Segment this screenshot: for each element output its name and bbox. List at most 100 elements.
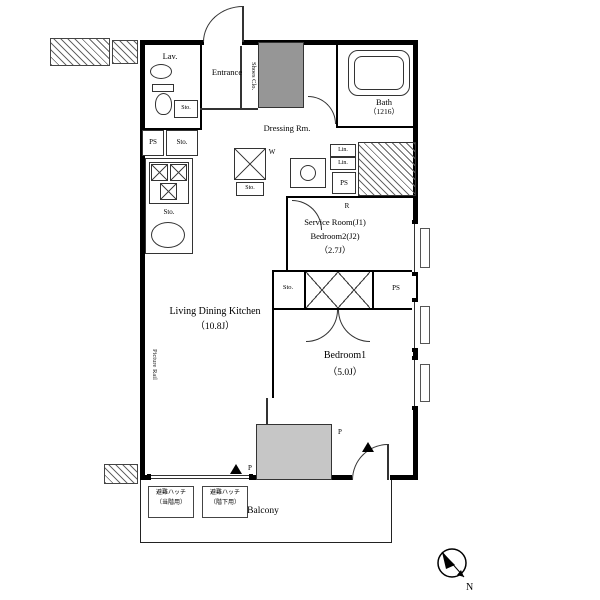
sto-left-label: Sto. (176, 138, 188, 146)
shoes-closet-wall (240, 40, 242, 108)
sliding-door-panel (266, 398, 268, 444)
bedroom1-door-leaf (387, 444, 389, 480)
washer-pan-icon (234, 148, 266, 180)
lav-storage-box (174, 100, 198, 118)
ldk-balcony-window-gap (150, 474, 250, 480)
escape-hatch-2-line2: （階下用） (209, 500, 240, 506)
exterior-hatch-topleft (50, 38, 110, 66)
ldk-balcony-window-line2 (150, 478, 250, 479)
stove-burner-icon (151, 164, 168, 181)
escape-hatch-1-line1: 避難ハッチ (155, 490, 186, 496)
wall-bath-left (336, 40, 338, 128)
wall-lav-bottom (140, 128, 202, 130)
window-1-sash (412, 272, 418, 276)
sto-box-left (166, 130, 198, 156)
service-size-label: （2.7J） (319, 245, 351, 255)
exterior-hatch-bottomleft (104, 464, 138, 484)
stove-burner-icon (160, 183, 177, 200)
window-1-exterior-box (420, 228, 430, 268)
linen-box-1 (330, 144, 356, 157)
ldk-size-label: （10.8J） (195, 322, 235, 332)
washbasin-icon (150, 64, 172, 79)
p-label-bottom: P (248, 464, 252, 472)
kitchen-sink-icon (151, 222, 185, 248)
sliding-door-gap (271, 398, 275, 444)
toilet-bowl-icon (155, 93, 172, 115)
ps-mid-label: PS (340, 179, 348, 187)
window-2-exterior-box (420, 306, 430, 344)
window-1-sash (412, 220, 418, 224)
window-3-exterior-box (420, 364, 430, 402)
p-label-top: P (338, 428, 342, 436)
closet-futon-icon (338, 272, 370, 308)
compass-icon: N (437, 548, 473, 593)
closet-hatched (358, 142, 416, 196)
marker-triangle-ldk (230, 464, 242, 474)
window-2-line (414, 302, 415, 348)
linen-label-1: Lin. (338, 147, 348, 153)
window-3-line (414, 360, 415, 406)
dressing-storage-box (236, 182, 264, 196)
wall-lav-right (200, 40, 202, 128)
closet-sto-label: Sto. (282, 284, 294, 291)
compass-n-label: N (466, 582, 473, 593)
dressing-storage-label: Sto. (245, 185, 255, 191)
lav-label: Lav. (162, 51, 178, 61)
escape-hatch-box-2 (202, 486, 248, 518)
bedroom1-size-label: （5.0J） (327, 368, 363, 378)
wall-bath-bottom (336, 126, 418, 128)
bedroom1-label: Bedroom1 (323, 350, 367, 361)
bath-label: Bath (375, 97, 393, 107)
linen-box-2 (330, 157, 356, 170)
bath-size-label: （1216） (369, 107, 399, 116)
gray-block (256, 424, 332, 480)
picture-rail-label: Picture Rail (151, 348, 158, 380)
window-2-gap (412, 302, 418, 348)
entrance-label: Entrance (211, 67, 243, 77)
linen-label-2: Lin. (338, 160, 348, 166)
bedroom2-label: Bedroom2(J2) (310, 231, 360, 241)
exterior-hatch-topleft-2 (112, 40, 138, 64)
washer-label: W (268, 148, 276, 156)
toilet-tank-icon (152, 84, 174, 92)
bathtub-inner (354, 56, 404, 90)
lav-storage-label: Sto. (181, 105, 191, 111)
kitchen-storage-label: Sto. (163, 208, 175, 216)
entrance-step-line (200, 108, 258, 110)
shoes-closet-label: Shoes Clo. (250, 61, 257, 91)
window-1-gap (412, 224, 418, 272)
marker-triangle-bedroom1 (362, 442, 374, 452)
service-room-label: Service Room(J1) (304, 217, 366, 227)
wall-ldk-bedroom1 (272, 310, 274, 480)
closet-divider-2 (372, 270, 374, 310)
wall-service-left (286, 196, 288, 272)
window-3-sash (412, 406, 418, 410)
closet-futon-icon (306, 272, 338, 308)
refrigerator-label: R (344, 202, 350, 210)
window-3-sash (412, 356, 418, 360)
ldk-balcony-window-line1 (150, 475, 250, 476)
shaft-block (258, 42, 304, 108)
stove-burner-icon (170, 164, 187, 181)
wall-service-top (286, 196, 418, 198)
window-2-sash (412, 348, 418, 352)
escape-hatch-2-line1: 避難ハッチ (209, 490, 240, 496)
escape-hatch-1-line2: （当階用） (155, 500, 186, 506)
escape-hatch-box-1 (148, 486, 194, 518)
ldk-balcony-window-sash (147, 474, 151, 480)
ldk-balcony-window-sash (249, 474, 253, 480)
window-1-line (414, 224, 415, 272)
ps-left-label: PS (149, 138, 157, 146)
ps-box-mid (332, 172, 356, 194)
window-2-sash (412, 298, 418, 302)
window-3-gap (412, 360, 418, 406)
entrance-door-swing (203, 6, 243, 42)
closet-ps-label: PS (392, 284, 400, 292)
dressing-room-label: Dressing Rm. (263, 123, 311, 133)
ldk-label: Living Dining Kitchen (169, 306, 261, 317)
vanity-sink-icon (300, 165, 316, 181)
ps-box-left (142, 130, 164, 156)
entrance-door-leaf (242, 6, 244, 42)
closet-divider-1 (304, 270, 306, 310)
